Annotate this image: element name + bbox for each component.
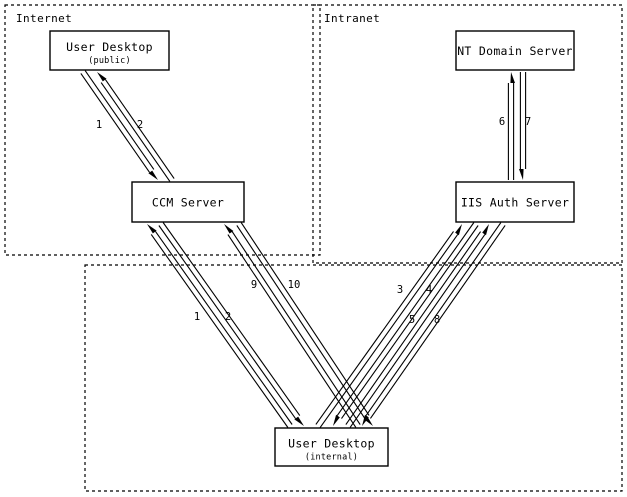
edge-e10: [236, 222, 373, 426]
edge-stroke: [369, 225, 506, 419]
zone-internal: [84, 264, 623, 492]
node-box-nt-domain-server[interactable]: [455, 30, 575, 71]
edge-stroke: [240, 222, 370, 416]
node-box-iis-auth-server[interactable]: [455, 181, 575, 223]
edge-label-e9: 9: [251, 279, 257, 291]
arrow-head-icon: [519, 169, 524, 180]
arrow-head-icon: [294, 416, 304, 426]
edge-e2: [97, 72, 175, 182]
edge-label-e1b: 1: [194, 311, 200, 323]
edge-e9: [224, 224, 361, 428]
node-title-ccm-server: CCM Server: [152, 196, 224, 210]
arrow-head-icon: [97, 72, 107, 82]
node-subtitle-user-desktop-internal: (internal): [305, 453, 358, 463]
edge-stroke: [349, 234, 486, 428]
node-title-user-desktop-internal: User Desktop: [288, 437, 375, 451]
zone-boundary-internet: [4, 4, 321, 256]
node-nt-domain-server[interactable]: NT Domain Server: [455, 30, 575, 71]
edge-stroke: [227, 234, 357, 428]
arrow-head-icon: [455, 224, 462, 236]
zones-layer: Internet Intranet: [4, 4, 623, 492]
edge-e6: [507, 72, 515, 180]
zone-intranet: Intranet: [312, 4, 623, 264]
edge-stroke: [365, 222, 502, 416]
zone-boundary-internal: [84, 264, 623, 492]
edge-stroke: [150, 234, 289, 428]
edge-e5: [345, 224, 489, 428]
zone-boundary-intranet: [312, 4, 623, 264]
arrow-head-icon: [362, 414, 369, 426]
edge-stroke: [336, 222, 475, 416]
node-subtitle-user-desktop-public: (public): [88, 56, 131, 66]
edge-e4: [333, 222, 479, 426]
edge-e7: [519, 72, 527, 180]
edge-label-e4: 4: [426, 284, 432, 296]
edge-label-e2: 2: [137, 119, 143, 131]
edge-label-e10: 10: [288, 279, 301, 291]
node-title-iis-auth-server: IIS Auth Server: [461, 196, 569, 210]
arrow-head-icon: [224, 224, 234, 234]
edge-stroke: [341, 225, 479, 419]
edge-label-e7: 7: [525, 116, 531, 128]
edge-stroke: [84, 70, 155, 170]
edge-label-e6: 6: [499, 116, 505, 128]
zone-label-intranet: Intranet: [324, 12, 380, 25]
edge-stroke: [319, 234, 459, 428]
edge-label-e2b: 2: [225, 311, 231, 323]
edge-label-e8: 8: [434, 314, 440, 326]
zone-label-internet: Internet: [16, 12, 72, 25]
edge-stroke: [158, 225, 296, 419]
edge-label-e3: 3: [397, 284, 403, 296]
node-title-user-desktop-public: User Desktop: [66, 40, 153, 54]
arrow-head-icon: [147, 224, 157, 234]
node-box-ccm-server[interactable]: [131, 181, 245, 223]
edge-e2b: [158, 222, 304, 426]
edge-label-e1: 1: [96, 119, 102, 131]
arrow-head-icon: [148, 170, 158, 180]
arrow-head-icon: [482, 224, 489, 236]
node-title-nt-domain-server: NT Domain Server: [457, 44, 573, 58]
edges-layer: [80, 70, 527, 428]
zone-internet: Internet: [4, 4, 321, 256]
edge-stroke: [236, 225, 366, 419]
edge-e1b: [147, 224, 293, 428]
edge-stroke: [162, 222, 301, 416]
edge-label-e5: 5: [409, 314, 415, 326]
edge-labels-layer: 1 2 6 7 1 2 9 10 3 4 5 8: [96, 116, 531, 326]
edge-stroke: [104, 79, 175, 179]
arrow-head-icon: [333, 414, 340, 426]
edge-stroke: [315, 231, 454, 425]
edge-stroke: [231, 231, 361, 425]
node-box-user-desktop-internal[interactable]: [274, 427, 389, 467]
edge-e8: [362, 222, 506, 426]
nodes-layer: User Desktop (public) CCM Server NT Domain …: [49, 30, 575, 467]
edge-stroke: [80, 73, 151, 173]
node-ccm-server[interactable]: CCM Server: [131, 181, 245, 223]
edge-e3: [315, 224, 462, 428]
edge-stroke: [345, 231, 482, 425]
edge-stroke: [155, 231, 293, 425]
node-iis-auth-server[interactable]: IIS Auth Server: [455, 181, 575, 223]
node-user-desktop-internal[interactable]: User Desktop (internal): [274, 427, 389, 467]
edge-e1: [80, 70, 158, 180]
node-box-user-desktop-public[interactable]: [49, 30, 170, 71]
arrow-head-icon: [510, 72, 515, 83]
node-user-desktop-public[interactable]: User Desktop (public): [49, 30, 170, 71]
edge-stroke: [100, 82, 171, 182]
